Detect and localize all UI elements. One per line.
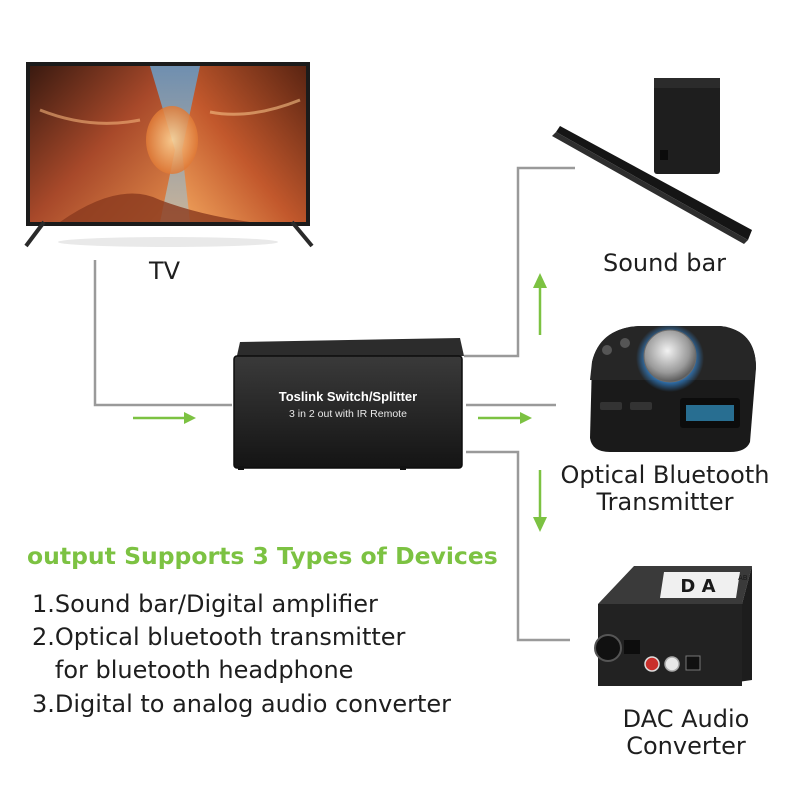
bt-transmitter-label-line1: Optical Bluetooth: [560, 461, 770, 489]
tv-canyon-floor: [60, 193, 250, 222]
tv-canyon-left: [30, 66, 175, 222]
dac-logo-badge: AB: [738, 574, 748, 582]
tv-stand-left: [24, 220, 46, 248]
switch-box: Toslink Switch/Splitter 3 in 2 out with …: [233, 338, 464, 470]
soundbar-image: [552, 78, 752, 244]
tv-image: [24, 62, 314, 248]
bt-transmitter-label: Optical Bluetooth Transmitter: [555, 462, 775, 516]
supports-heading: output Supports 3 Types of Devices: [27, 542, 498, 570]
connector-switch-to-dac: [466, 450, 570, 642]
device-list-item-3: 3.Digital to analog audio converter: [32, 690, 452, 718]
arrow-up-to-soundbar: [533, 273, 547, 335]
connector-tv-to-switch: [93, 260, 232, 407]
dac-label: DAC Audio Converter: [596, 706, 776, 760]
switch-box-title: Toslink Switch/Splitter: [279, 389, 417, 404]
bt-transmitter-label-line2: Transmitter: [596, 488, 734, 516]
bt-volume-knob: [643, 329, 697, 383]
device-list-item-2-continued: for bluetooth headphone: [32, 656, 354, 684]
connector-switch-to-soundbar: [464, 166, 575, 358]
tv-stand-right: [290, 220, 314, 248]
subwoofer: [654, 78, 720, 174]
switch-box-subtitle: 3 in 2 out with IR Remote: [289, 408, 407, 420]
dac-volume-knob: [594, 634, 622, 662]
tv-canyon-light: [146, 106, 198, 174]
device-list-item-2: 2.Optical bluetooth transmitter: [32, 623, 406, 651]
dac-logo-plate: [660, 572, 740, 598]
tv-canyon-right: [182, 66, 306, 222]
soundbar-label: Sound bar: [603, 249, 727, 277]
device-list-item-1: 1.Sound bar/Digital amplifier: [32, 590, 378, 618]
dac-image: D A AB: [594, 566, 752, 686]
soundbar: [556, 126, 752, 240]
arrow-tv-to-switch: [133, 412, 196, 424]
arrow-down-to-dac: [533, 470, 547, 532]
dac-logo-text: D A: [680, 576, 715, 597]
tv-label: TV: [149, 257, 181, 285]
bt-transmitter-image: [590, 324, 756, 452]
arrow-right-to-bt: [478, 412, 532, 424]
dac-label-line1: DAC Audio: [622, 705, 750, 733]
dac-label-line2: Converter: [626, 732, 746, 760]
connector-lines: [93, 166, 575, 642]
